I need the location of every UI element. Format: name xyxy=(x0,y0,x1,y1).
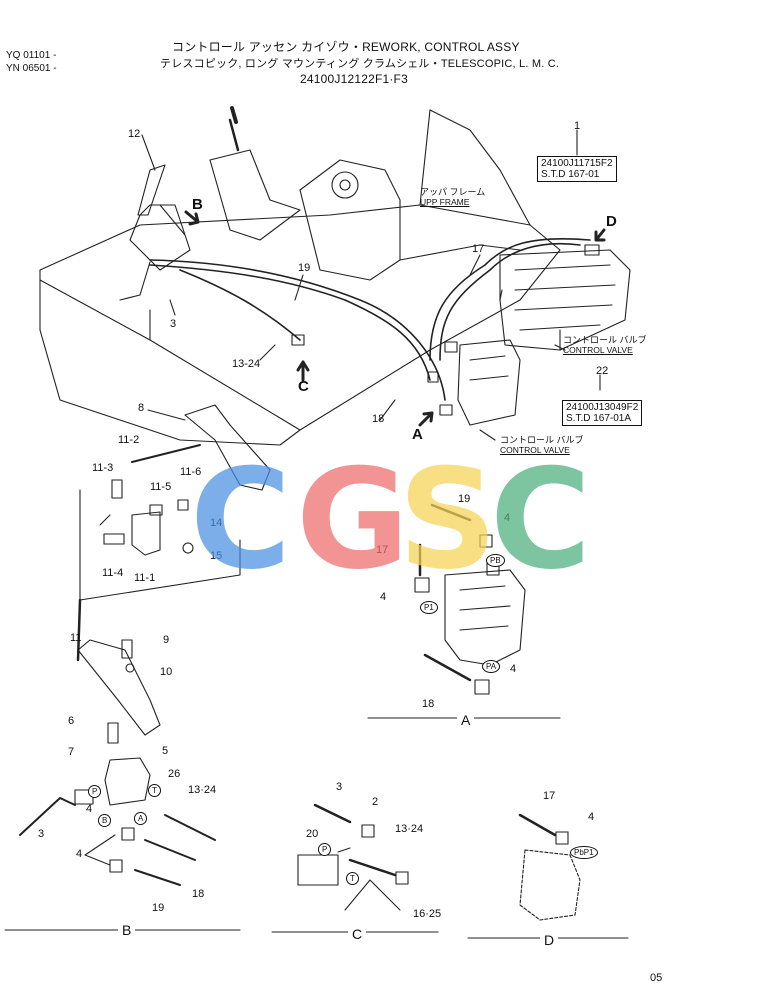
callout-11: 11 xyxy=(70,632,82,644)
assy-label-22: 24100J13049F2 S.T.D 167-01A xyxy=(562,400,643,426)
callout-4-a1: 4 xyxy=(504,512,511,524)
callout-8: 8 xyxy=(138,402,145,414)
port-mark-a: A xyxy=(134,812,148,825)
hose-13-24 xyxy=(179,269,301,341)
boom-foot xyxy=(299,159,401,281)
callout-20: 20 xyxy=(306,828,319,840)
watermark-letter-c2: C xyxy=(490,439,592,600)
valve-d xyxy=(519,849,581,921)
callout-7: 7 xyxy=(68,746,75,758)
pedal-8 xyxy=(184,404,271,491)
port-mark-t-c: T xyxy=(346,872,359,885)
callout-13-24: 13-24 xyxy=(232,358,261,370)
view-letter-a: A xyxy=(412,426,423,443)
callout-1: 1 xyxy=(574,120,581,132)
hose-19 xyxy=(149,259,446,401)
serial-range-2: YN 06501 - xyxy=(6,63,57,74)
port-mark-b: B xyxy=(98,814,112,827)
watermark-letter-s: S xyxy=(398,439,498,600)
callout-4-b1: 4 xyxy=(86,803,93,815)
page-number: 05 xyxy=(650,972,663,984)
callout-12: 12 xyxy=(128,128,141,140)
view-letter-c: C xyxy=(298,378,309,395)
callout-17: 17 xyxy=(472,243,485,255)
callout-15: 15 xyxy=(210,550,223,562)
callout-13-24-c: 13·24 xyxy=(395,823,424,835)
callout-26: 26 xyxy=(168,768,181,780)
upper-frame-outline xyxy=(39,204,561,446)
callout-22: 22 xyxy=(596,365,609,377)
bracket-11-1 xyxy=(131,511,161,556)
control-valve-label-2: コントロール バルブ CONTROL VALVE xyxy=(500,435,584,455)
port-mark-p-c: P xyxy=(318,843,332,856)
section-label-b: B xyxy=(118,922,136,938)
callout-11-3: 11-3 xyxy=(92,462,114,474)
pedal-11 xyxy=(77,639,161,736)
callout-17-a: 17 xyxy=(376,544,389,556)
callout-13-24-b: 13·24 xyxy=(188,784,217,796)
port-mark-p-b: P xyxy=(88,785,102,798)
port-mark-t-b: T xyxy=(148,784,161,797)
control-valve-label-1: コントロール バルブ CONTROL VALVE xyxy=(563,335,647,355)
view-letter-b: B xyxy=(192,196,203,213)
callout-16-25: 16·25 xyxy=(413,908,442,920)
view-letter-d: D xyxy=(606,213,617,230)
port-mark-pb: PB xyxy=(486,554,505,567)
callout-19-b: 19 xyxy=(152,902,165,914)
lever-12 xyxy=(137,164,166,216)
assy-part-number: 24100J12122F1·F3 xyxy=(300,72,408,86)
upp-frame-label: アッパ フレーム UPP FRAME xyxy=(420,187,486,207)
callout-11-1: 11-1 xyxy=(134,572,156,584)
callout-19: 19 xyxy=(298,262,311,274)
section-label-a: A xyxy=(457,712,475,728)
callout-18-a: 18 xyxy=(422,698,435,710)
port-mark-p1: P1 xyxy=(420,601,438,614)
callout-14: 14 xyxy=(210,517,223,529)
assy-label-1: 24100J11715F2 S.T.D 167-01 xyxy=(537,156,617,182)
section-label-d: D xyxy=(540,932,559,948)
hose-17 xyxy=(439,242,581,361)
callout-3-c: 3 xyxy=(336,781,343,793)
diagram-subtitle: テレスコピック, ロング マウンティング クラムシェル・TELESCOPIC, … xyxy=(160,58,560,70)
callout-11-5: 11-5 xyxy=(150,481,172,493)
detail-bracket-top xyxy=(79,489,241,601)
callout-6: 6 xyxy=(68,715,75,727)
callout-18: 18 xyxy=(372,413,385,425)
watermark-letter-c1: C xyxy=(190,439,292,600)
serial-range-1: YQ 01101 - xyxy=(6,50,57,61)
callout-5: 5 xyxy=(162,745,169,757)
callout-10: 10 xyxy=(160,666,173,678)
callout-4-a3: 4 xyxy=(510,663,517,675)
control-valve-upper xyxy=(499,249,631,351)
valve-b xyxy=(104,757,151,806)
seat-console xyxy=(209,149,301,241)
diagram-title: コントロール アッセン カイゾウ・REWORK, CONTROL ASSY xyxy=(172,40,520,54)
callout-18-b: 18 xyxy=(192,888,205,900)
section-label-c: C xyxy=(348,926,367,942)
hose-18 xyxy=(149,264,431,381)
callout-2: 2 xyxy=(372,796,379,808)
valve-c-block xyxy=(297,854,339,886)
port-mark-pa: PA xyxy=(482,660,501,673)
callout-3-b: 3 xyxy=(38,828,45,840)
callout-17-d: 17 xyxy=(543,790,556,802)
callout-11-4: 11-4 xyxy=(102,567,124,579)
callout-11-6: 11-6 xyxy=(180,466,202,478)
callout-9: 9 xyxy=(163,634,170,646)
callout-4-a2: 4 xyxy=(380,591,387,603)
port-mark-pbp1: PbP1 xyxy=(570,846,598,859)
callout-4-b2: 4 xyxy=(76,848,83,860)
callout-11-2: 11-2 xyxy=(118,434,140,446)
watermark-letter-g: G xyxy=(296,439,410,600)
control-valve-lower xyxy=(457,339,521,426)
callout-4-d: 4 xyxy=(588,811,595,823)
callout-19-a: 19 xyxy=(458,493,471,505)
valve-a xyxy=(444,569,526,666)
callout-3: 3 xyxy=(170,318,177,330)
